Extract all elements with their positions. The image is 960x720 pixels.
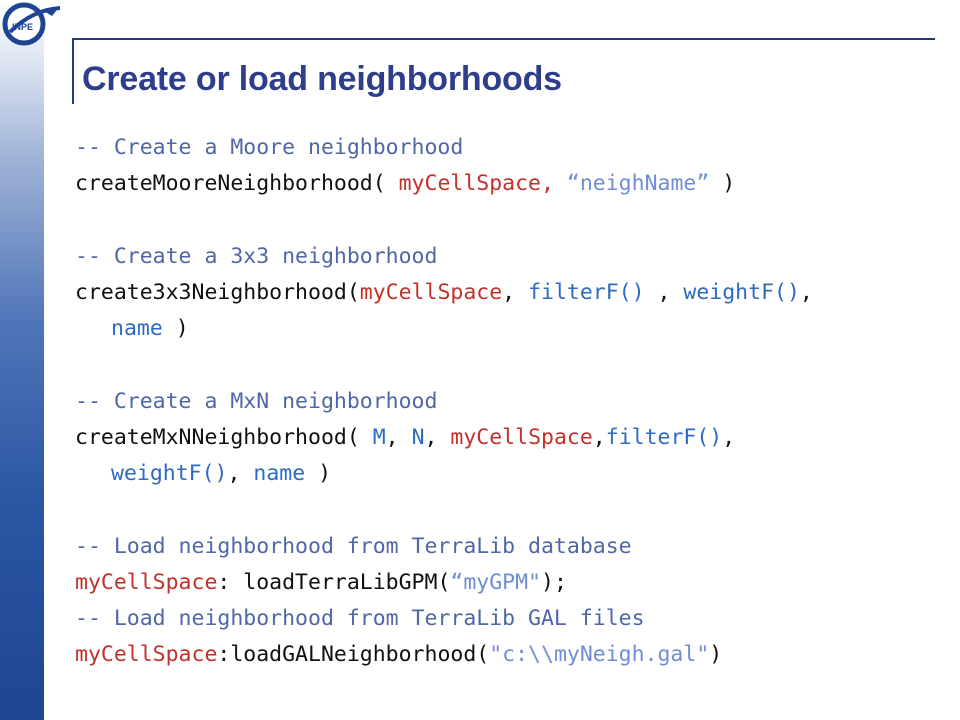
code-line-continued: name ) xyxy=(75,311,935,347)
code-separator: , xyxy=(502,280,529,305)
code-separator xyxy=(554,171,567,196)
code-argument: myCellSpace xyxy=(450,425,593,450)
code-string: “myGPM" xyxy=(450,570,541,595)
code-argument: filterF() xyxy=(605,425,723,450)
code-separator: , xyxy=(799,280,813,305)
code-argument: myCellSpace, xyxy=(398,171,554,196)
code-separator: , xyxy=(592,425,606,450)
code-separator: , xyxy=(644,280,684,305)
code-content: -- Create a Moore neighborhood createMoo… xyxy=(75,130,935,673)
code-line: myCellSpace:loadGALNeighborhood("c:\\myN… xyxy=(75,637,935,673)
sidebar-gradient xyxy=(0,0,44,720)
code-closing: ) xyxy=(162,316,189,341)
code-closing: ) xyxy=(709,171,736,196)
code-comment: -- Create a Moore neighborhood xyxy=(75,135,464,160)
code-separator: , xyxy=(227,461,254,486)
svg-text:INPE: INPE xyxy=(12,22,33,32)
code-function: create3x3Neighborhood( xyxy=(75,280,360,305)
code-function: : loadTerraLibGPM( xyxy=(217,570,451,595)
code-argument: M xyxy=(372,425,386,450)
code-closing: ); xyxy=(541,570,567,595)
code-argument: filterF() xyxy=(528,280,645,305)
code-string: “neighName” xyxy=(566,171,710,196)
code-function: :loadGALNeighborhood( xyxy=(217,642,490,667)
slide-title: Create or load neighborhoods xyxy=(82,60,562,98)
code-comment: -- Create a 3x3 neighborhood xyxy=(75,244,438,269)
code-line: myCellSpace: loadTerraLibGPM(“myGPM"); xyxy=(75,565,935,601)
code-argument: name xyxy=(111,316,163,341)
code-object: myCellSpace xyxy=(75,642,218,667)
code-comment: -- Load neighborhood from TerraLib datab… xyxy=(75,534,632,559)
code-argument: name xyxy=(253,461,306,486)
code-comment: -- Create a MxN neighborhood xyxy=(75,389,438,414)
code-closing: ) xyxy=(709,642,723,667)
code-line: createMxNNeighborhood( M, N, myCellSpace… xyxy=(75,420,935,456)
spacer xyxy=(75,492,935,529)
code-function: createMooreNeighborhood( xyxy=(75,171,399,196)
title-rule-horizontal xyxy=(73,38,935,40)
code-separator: , xyxy=(722,425,736,450)
code-argument: weightF() xyxy=(683,280,800,305)
code-separator: , xyxy=(424,425,451,450)
spacer xyxy=(75,347,935,384)
code-line: create3x3Neighborhood(myCellSpace, filte… xyxy=(75,275,935,311)
code-comment: -- Load neighborhood from TerraLib GAL f… xyxy=(75,606,645,631)
code-argument: myCellSpace xyxy=(359,280,503,305)
code-string: "c:\\myNeigh.gal" xyxy=(489,642,710,667)
code-separator: , xyxy=(385,425,412,450)
code-object: myCellSpace xyxy=(75,570,218,595)
code-argument: weightF() xyxy=(111,461,228,486)
code-function: createMxNNeighborhood( xyxy=(75,425,373,450)
code-argument: N xyxy=(411,425,425,450)
code-closing: ) xyxy=(305,461,332,486)
code-line: createMooreNeighborhood( myCellSpace, “n… xyxy=(75,166,935,202)
title-rule-vertical xyxy=(72,38,74,104)
spacer xyxy=(75,202,935,239)
code-line-continued: weightF(), name ) xyxy=(75,456,935,492)
inpe-logo-icon: INPE xyxy=(2,2,61,46)
